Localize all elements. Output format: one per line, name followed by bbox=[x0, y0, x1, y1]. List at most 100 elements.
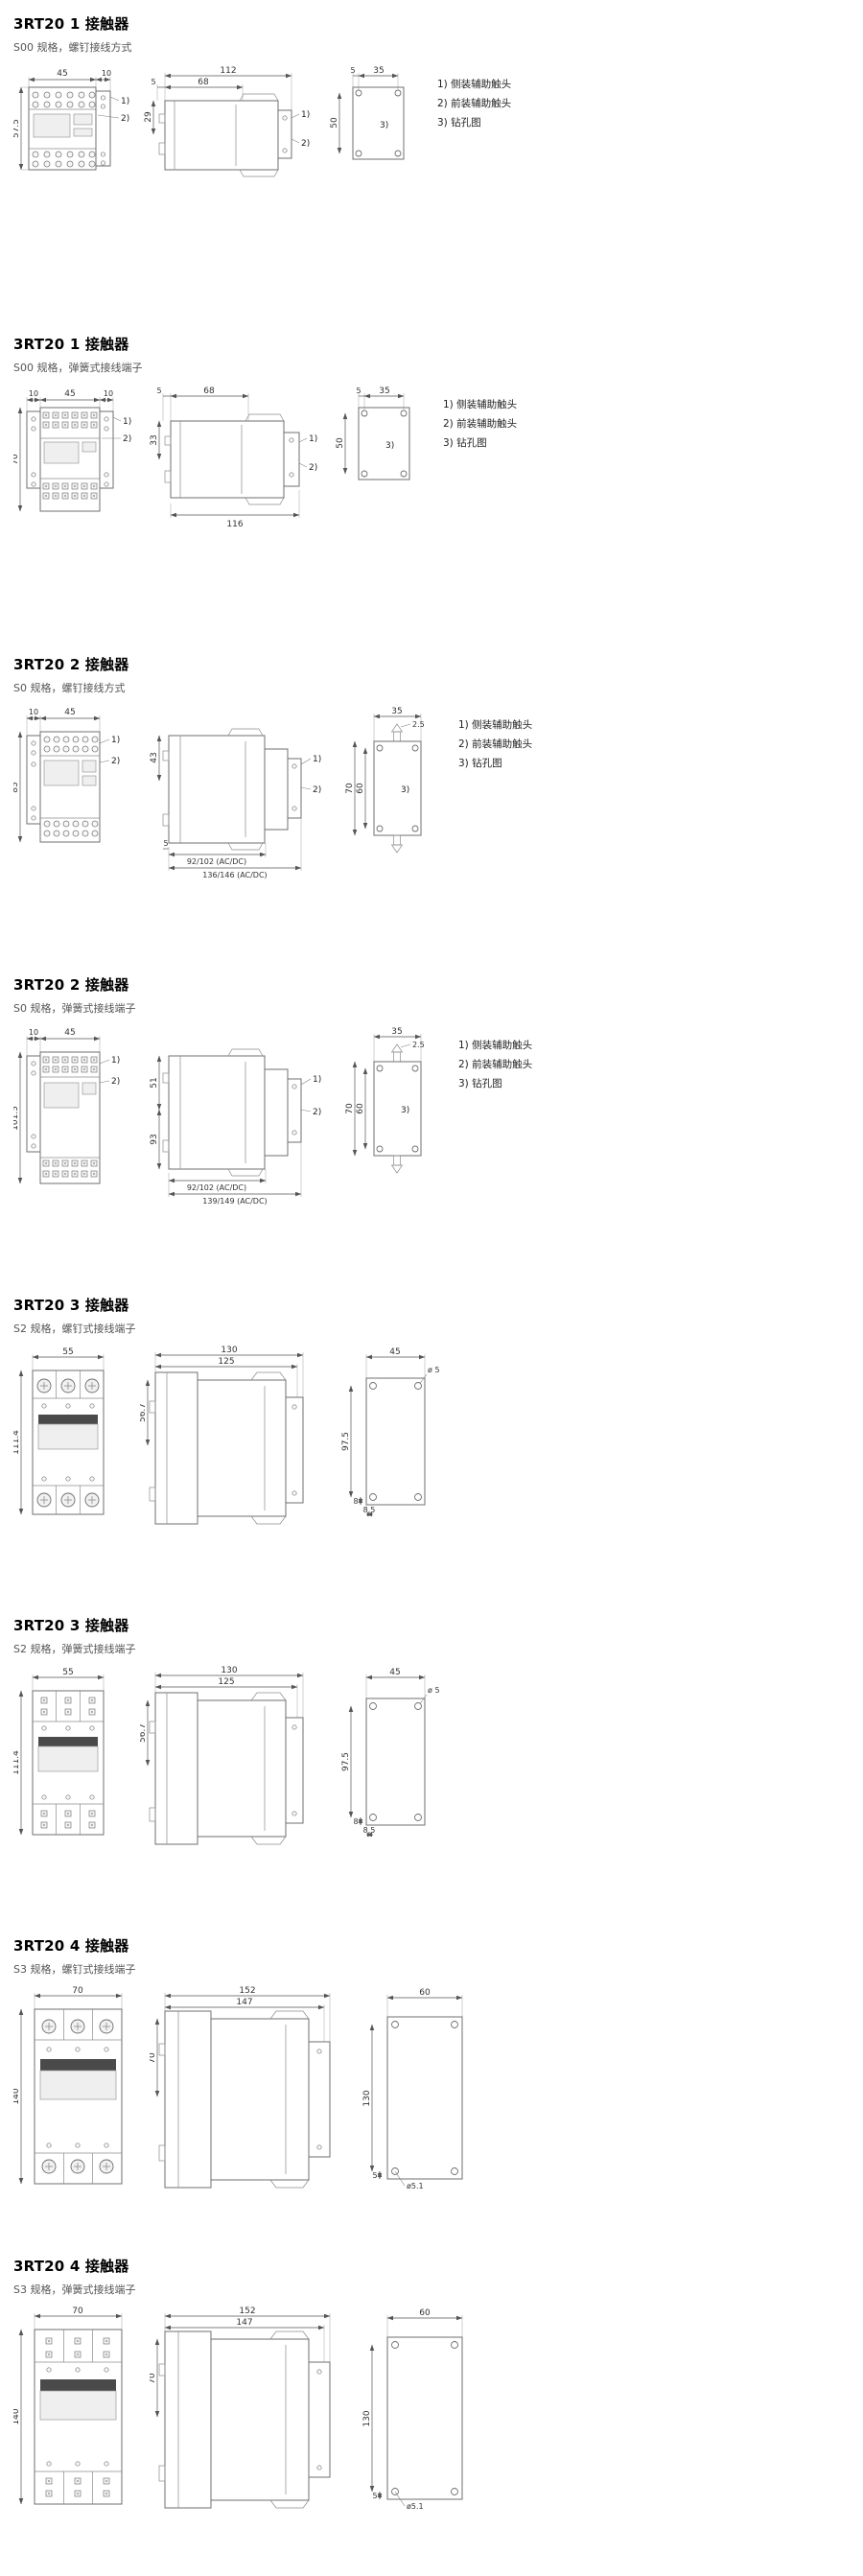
note-2: 2) bbox=[111, 1077, 120, 1087]
legend-item-3: 3) 钻孔图 bbox=[458, 1077, 502, 1089]
front-view-drawing: 10 45 101.5 1) 2) bbox=[13, 1028, 120, 1184]
section-title: 3RT20 1 接触器 bbox=[13, 336, 129, 353]
front-view-drawing: 55 111.4 bbox=[13, 1347, 105, 1515]
legend-item-3: 3) 钻孔图 bbox=[437, 116, 481, 129]
dim-height: 111.4 bbox=[13, 1750, 21, 1775]
note-1: 1) bbox=[111, 1056, 120, 1066]
dim-depth-2: 139/149 (AC/DC) bbox=[202, 1197, 267, 1206]
dim-side-height-1: 56.7 bbox=[140, 1403, 148, 1422]
section-3rt20-1-screw: 3RT20 1 接触器 S00 规格，螺钉接线方式 45 10 57.5 1) … bbox=[13, 13, 863, 334]
dim-hole-diameter: ø 5 bbox=[428, 1366, 440, 1374]
section-subtitle: S2 规格，螺钉式接线端子 bbox=[13, 1323, 136, 1335]
dim-width: 70 bbox=[72, 2307, 83, 2316]
dim-side-height-1: 51 bbox=[150, 1077, 159, 1088]
dim-offset: 5 bbox=[151, 78, 155, 86]
section-title: 3RT20 2 接触器 bbox=[13, 656, 129, 673]
dim-aux-width: 10 bbox=[102, 69, 111, 78]
side-view-drawing: 43 5 92/102 (AC/DC) 136/146 (AC/DC) 1) 2… bbox=[150, 728, 321, 879]
dim-hole-spacing-h: 60 bbox=[356, 1103, 365, 1114]
dim-hole-spacing-h: 130 bbox=[362, 2410, 372, 2426]
note-1: 1) bbox=[123, 417, 131, 427]
dim-depth-part: 125 bbox=[218, 1357, 234, 1367]
side-view-drawing: 130 125 56.7 bbox=[140, 1346, 304, 1525]
note-3: 3) bbox=[385, 441, 394, 451]
front-view-drawing: 10 45 85 1) 2) bbox=[13, 708, 120, 843]
section-subtitle: S00 规格，螺钉接线方式 bbox=[13, 41, 132, 54]
dim-offset-1: 8.5 bbox=[363, 1826, 376, 1835]
section-3rt20-1-spring: 3RT20 1 接触器 S00 规格，弹簧式接线端子 10 45 10 70 1… bbox=[13, 334, 863, 654]
legend-item-2: 2) 前装辅助触头 bbox=[458, 738, 533, 750]
dim-pattern-height: 70 bbox=[345, 1103, 355, 1114]
side-view-drawing: 152 147 70 bbox=[150, 1986, 331, 2189]
dim-hole-spacing-h: 97.5 bbox=[341, 1432, 351, 1451]
dim-side-height-1: 70 bbox=[150, 2373, 157, 2384]
legend-item-2: 2) 前装辅助触头 bbox=[458, 1058, 533, 1070]
dim-hole-spacing-w: 45 bbox=[389, 1668, 400, 1677]
drill-pattern-drawing: 60 130 5 ø5.1 bbox=[362, 1988, 463, 2190]
dim-depth-part: 68 bbox=[203, 386, 215, 396]
dim-side-height: 33 bbox=[150, 434, 159, 445]
section-subtitle: S0 规格，弹簧式接线端子 bbox=[13, 1002, 136, 1015]
dim-aux-left: 10 bbox=[29, 1028, 38, 1037]
dim-depth-1: 92/102 (AC/DC) bbox=[187, 1183, 246, 1192]
note-2: 2) bbox=[313, 785, 321, 795]
dim-width: 55 bbox=[62, 1347, 73, 1357]
front-view-drawing: 70 140 bbox=[13, 2307, 123, 2505]
note-2: 2) bbox=[301, 139, 310, 149]
drill-pattern-drawing: 35 2.5 70 60 3) bbox=[345, 1027, 425, 1174]
dim-offset: 5 bbox=[156, 386, 161, 395]
dim-hole-spacing-h: 50 bbox=[336, 437, 345, 449]
legend-item-2: 2) 前装辅助触头 bbox=[437, 97, 512, 109]
dim-offset-2: 8 bbox=[353, 1817, 358, 1826]
dim-width: 70 bbox=[72, 1986, 83, 1996]
dim-height: 101.5 bbox=[13, 1106, 20, 1131]
drill-pattern-drawing: 60 130 5 ø5.1 bbox=[362, 2308, 463, 2511]
front-view-drawing: 70 140 bbox=[13, 1986, 123, 2185]
dim-depth-total: 130 bbox=[221, 1666, 237, 1675]
dim-offset-1: 5 bbox=[372, 2171, 377, 2180]
dim-pattern-height: 70 bbox=[345, 783, 355, 794]
note-1: 1) bbox=[111, 736, 120, 745]
dim-side-height-1: 43 bbox=[150, 752, 159, 762]
dim-depth-part: 125 bbox=[218, 1677, 234, 1687]
note-1: 1) bbox=[313, 755, 321, 764]
dim-hole-spacing-w: 35 bbox=[391, 707, 402, 716]
drill-pattern-drawing: 35 2.5 70 60 3) bbox=[345, 707, 425, 854]
drill-pattern-drawing: 45 ø 5 97.5 8.5 8 bbox=[341, 1347, 440, 1517]
dim-offset: 5 bbox=[163, 839, 168, 848]
legend: 1) 侧装辅助触头 2) 前装辅助触头 3) 钻孔图 bbox=[443, 396, 517, 454]
section-title: 3RT20 1 接触器 bbox=[13, 15, 129, 33]
dim-height: 140 bbox=[13, 2408, 21, 2424]
dim-aux-left: 10 bbox=[29, 708, 38, 716]
section-subtitle: S3 规格，弹簧式接线端子 bbox=[13, 2283, 136, 2296]
legend-item-1: 1) 侧装辅助触头 bbox=[458, 1040, 533, 1051]
dim-depth-part: 147 bbox=[236, 1998, 252, 2007]
dim-hole-diameter: ø5.1 bbox=[407, 2502, 424, 2511]
dim-hole-spacing-h: 97.5 bbox=[341, 1752, 351, 1771]
side-view-drawing: 51 93 92/102 (AC/DC) 139/149 (AC/DC) 1) … bbox=[150, 1048, 321, 1206]
section-3rt20-2-spring: 3RT20 2 接触器 S0 规格，弹簧式接线端子 10 45 101.5 1)… bbox=[13, 974, 863, 1295]
front-view-drawing: 10 45 10 70 1) 2) bbox=[13, 389, 131, 512]
dim-depth-total: 112 bbox=[220, 66, 236, 76]
note-2: 2) bbox=[121, 114, 129, 124]
dim-depth-1: 92/102 (AC/DC) bbox=[187, 857, 246, 866]
legend-item-3: 3) 钻孔图 bbox=[458, 757, 502, 769]
section-3rt20-3-spring: 3RT20 3 接触器 S2 规格，弹簧式接线端子 55 111.4 130 bbox=[13, 1615, 863, 1935]
front-view-drawing: 55 111.4 bbox=[13, 1668, 105, 1836]
note-2: 2) bbox=[309, 463, 317, 473]
legend: 1) 侧装辅助触头 2) 前装辅助触头 3) 钻孔图 bbox=[458, 716, 532, 774]
note-3: 3) bbox=[401, 785, 409, 795]
dim-aux-left: 10 bbox=[29, 389, 38, 398]
section-title: 3RT20 2 接触器 bbox=[13, 976, 129, 994]
section-title: 3RT20 3 接触器 bbox=[13, 1297, 129, 1314]
dim-side-height-1: 70 bbox=[150, 2052, 157, 2064]
note-1: 1) bbox=[301, 110, 310, 120]
dim-depth-total: 152 bbox=[239, 1986, 255, 1996]
dim-hole-spacing-w: 35 bbox=[373, 66, 384, 76]
dim-offset-1: 5 bbox=[372, 2492, 377, 2500]
dim-hole-offset: 5 bbox=[350, 66, 355, 75]
dim-offset-2: 8 bbox=[353, 1497, 358, 1506]
section-3rt20-3-screw: 3RT20 3 接触器 S2 规格，螺钉式接线端子 55 111.4 130 1… bbox=[13, 1295, 863, 1615]
legend: 1) 侧装辅助触头 2) 前装辅助触头 3) 钻孔图 bbox=[437, 76, 511, 133]
